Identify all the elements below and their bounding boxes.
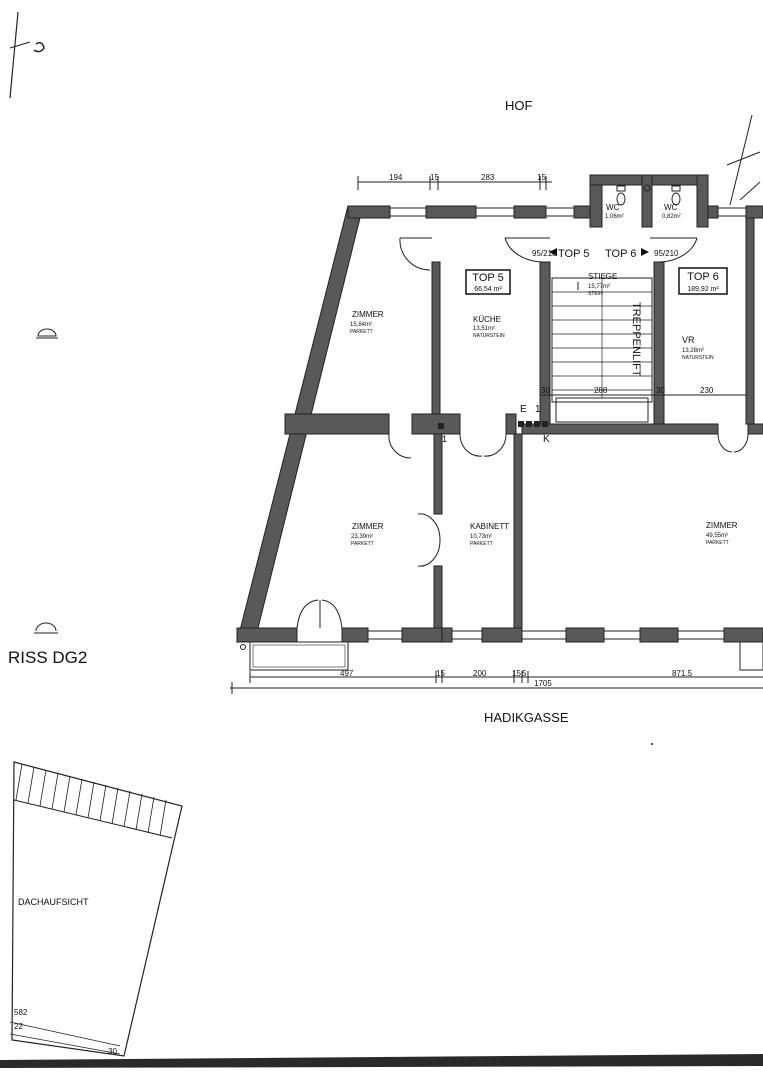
svg-text:NATURSTEIN: NATURSTEIN (473, 333, 505, 339)
label-courtyard: HOF (505, 98, 533, 113)
svg-text:PARKETT: PARKETT (470, 541, 493, 547)
svg-text:KABINETT: KABINETT (470, 522, 509, 531)
svg-text:NATURSTEIN: NATURSTEIN (682, 355, 714, 361)
svg-text:15,77m²: 15,77m² (588, 284, 610, 290)
room-kueche: KÜCHE 13,51m² NATURSTEIN (473, 315, 505, 339)
dim-total: 1705 (534, 679, 552, 688)
dim-top-4: 15 (537, 173, 546, 182)
roof-dim-3: 30 (108, 1047, 117, 1056)
corner-mark-top-left (9, 11, 45, 99)
roof-plan-label: DACHAUFSICHT (18, 897, 89, 907)
svg-text:ZIMMER: ZIMMER (352, 522, 384, 531)
unit-top6-label: TOP 6 (687, 271, 718, 283)
sheet-title: RISS DG2 (8, 648, 87, 667)
room-zimmer-b: ZIMMER 23,39m² PARKETT (351, 522, 384, 547)
svg-text:13,28m²: 13,28m² (682, 348, 704, 354)
section-mark-upper (36, 328, 58, 339)
svg-text:49,55m²: 49,55m² (706, 533, 728, 539)
dim-stair-3: 30 (656, 386, 665, 395)
dim-bottom-5: 5 (522, 669, 527, 678)
dim-top-2: 15 (430, 173, 439, 182)
stair-dimension-line: 30 288 30 230 (540, 386, 746, 396)
dim-bottom-3: 200 (473, 669, 487, 678)
unit-top5-label: TOP 5 (472, 272, 503, 284)
room-kabinett: KABINETT 10,73m² PARKETT (470, 522, 509, 547)
door-size-right: 95/210 (654, 249, 679, 258)
windows (367, 207, 747, 640)
svg-text:STEIN: STEIN (588, 291, 603, 297)
corridor-top5: TOP 5 (558, 248, 589, 260)
bottom-dimension-lines: 497 15 200 15 5 871.5 1705 (230, 669, 763, 694)
dim-stair-4: 230 (700, 386, 714, 395)
door-size-left: 95/210 (532, 249, 557, 258)
svg-text:STIEGE: STIEGE (588, 272, 617, 281)
roof-dim-1: 582 (14, 1008, 28, 1017)
room-stiege: STIEGE 15,77m² STEIN (588, 272, 617, 297)
roof-dim-2: 22 (14, 1022, 23, 1031)
north-edge-lines (726, 114, 761, 206)
dim-bottom-1: 497 (340, 669, 354, 678)
dim-top-3: 283 (481, 173, 495, 182)
section-mark-lower (34, 622, 58, 634)
corridor-top6: TOP 6 (605, 248, 636, 260)
svg-text:PARKETT: PARKETT (350, 329, 373, 335)
scan-edge-bottom (0, 1054, 763, 1068)
svg-text:KÜCHE: KÜCHE (473, 315, 501, 324)
svg-text:K: K (543, 434, 550, 445)
svg-text:1: 1 (442, 434, 447, 444)
svg-text:0,82m²: 0,82m² (662, 214, 681, 220)
svg-text:PARKETT: PARKETT (351, 541, 374, 547)
room-vr: VR 13,28m² NATURSTEIN (682, 335, 714, 361)
room-wc-b: WC 0,82m² (662, 203, 681, 220)
stair-lift-label: TREPPENLIFT (630, 302, 642, 377)
unit-top5-area: 66,54 m² (474, 286, 502, 293)
unit-badge-top6: TOP 6 189,92 m² (678, 267, 728, 295)
dim-stair-2: 288 (594, 386, 608, 395)
room-zimmer-c: ZIMMER 49,55m² PARKETT (706, 521, 738, 546)
top-dimension-line: 194 15 283 15 (357, 173, 552, 190)
svg-text:ZIMMER: ZIMMER (352, 310, 384, 319)
svg-text:23,39m²: 23,39m² (351, 534, 373, 540)
corridor-doors (296, 237, 749, 629)
svg-text:10,73m²: 10,73m² (470, 534, 492, 540)
label-street: HADIKGASSE (484, 710, 569, 725)
svg-text:PARKETT: PARKETT (706, 540, 729, 546)
svg-text:1: 1 (535, 404, 541, 415)
svg-text:ZIMMER: ZIMMER (706, 521, 738, 530)
roof-plan-fragment (9, 761, 183, 1057)
dim-stair-1: 30 (541, 386, 550, 395)
distribution-markers: E 1 K 1 (438, 404, 550, 445)
svg-text:WC: WC (664, 203, 678, 212)
svg-text:15,84m²: 15,84m² (350, 322, 372, 328)
dim-bottom-6: 871.5 (672, 669, 693, 678)
dim-top-1: 194 (389, 173, 403, 182)
dim-bottom-2: 15 (436, 669, 445, 678)
unit-badge-top5: TOP 5 66,54 m² (465, 269, 511, 295)
unit-top6-area: 189,92 m² (687, 286, 719, 293)
svg-text:13,51m²: 13,51m² (473, 326, 495, 332)
svg-text:WC: WC (606, 203, 620, 212)
exterior-walls (236, 174, 763, 644)
dim-bottom-4: 15 (512, 669, 521, 678)
svg-text:1,06m²: 1,06m² (605, 214, 624, 220)
corridor-labels: 95/210 TOP 5 TOP 6 95/210 (532, 248, 679, 260)
wc-fixtures (616, 184, 681, 206)
staircase (551, 277, 653, 423)
room-wc-a: WC 1,06m² (605, 203, 624, 220)
balcony (240, 641, 763, 671)
room-zimmer-a: ZIMMER 15,84m² PARKETT (350, 310, 384, 335)
interior-walls (284, 217, 763, 629)
svg-text:VR: VR (682, 335, 695, 345)
svg-text:E: E (520, 404, 527, 415)
